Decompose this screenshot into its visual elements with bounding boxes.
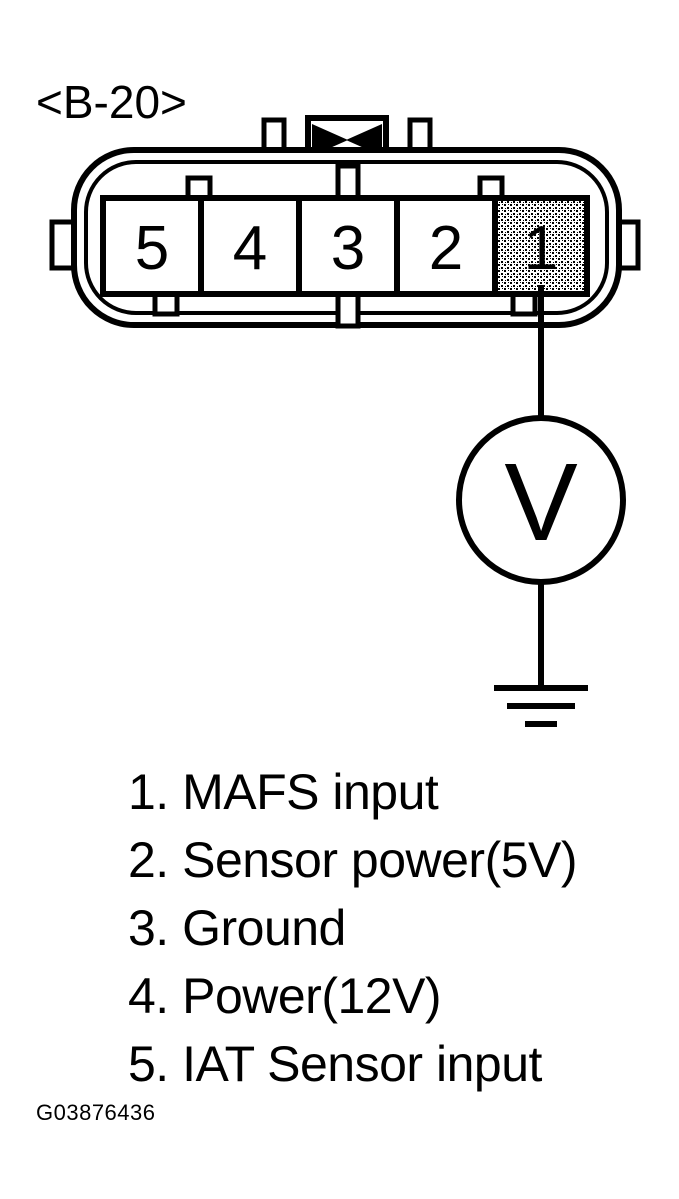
pin-label-4: 4 <box>233 214 267 283</box>
figure-code: G03876436 <box>36 1100 156 1125</box>
voltmeter-label: V <box>504 441 577 564</box>
pin-label-5: 5 <box>135 214 169 283</box>
pin-label-3: 3 <box>331 214 365 283</box>
pin-label-2: 2 <box>429 214 463 283</box>
legend-item: 2. Sensor power(5V) <box>128 832 578 888</box>
pin-cavity-4 <box>198 195 302 297</box>
pin-cavity-1 <box>492 195 590 297</box>
legend-item: 3. Ground <box>128 900 346 956</box>
pin-cavity-5 <box>100 195 204 297</box>
pin-label-1: 1 <box>524 214 558 283</box>
connector-id-label: <B-20> <box>36 76 187 128</box>
pin-legend: 1. MAFS input 2. Sensor power(5V) 3. Gro… <box>128 758 578 1098</box>
pin-cavity-2 <box>394 195 498 297</box>
legend-item: 1. MAFS input <box>128 764 439 820</box>
pin-cavities <box>100 195 590 297</box>
legend-item: 4. Power(12V) <box>128 968 442 1024</box>
legend-item: 5. IAT Sensor input <box>128 1036 542 1092</box>
ground-icon <box>494 685 588 727</box>
